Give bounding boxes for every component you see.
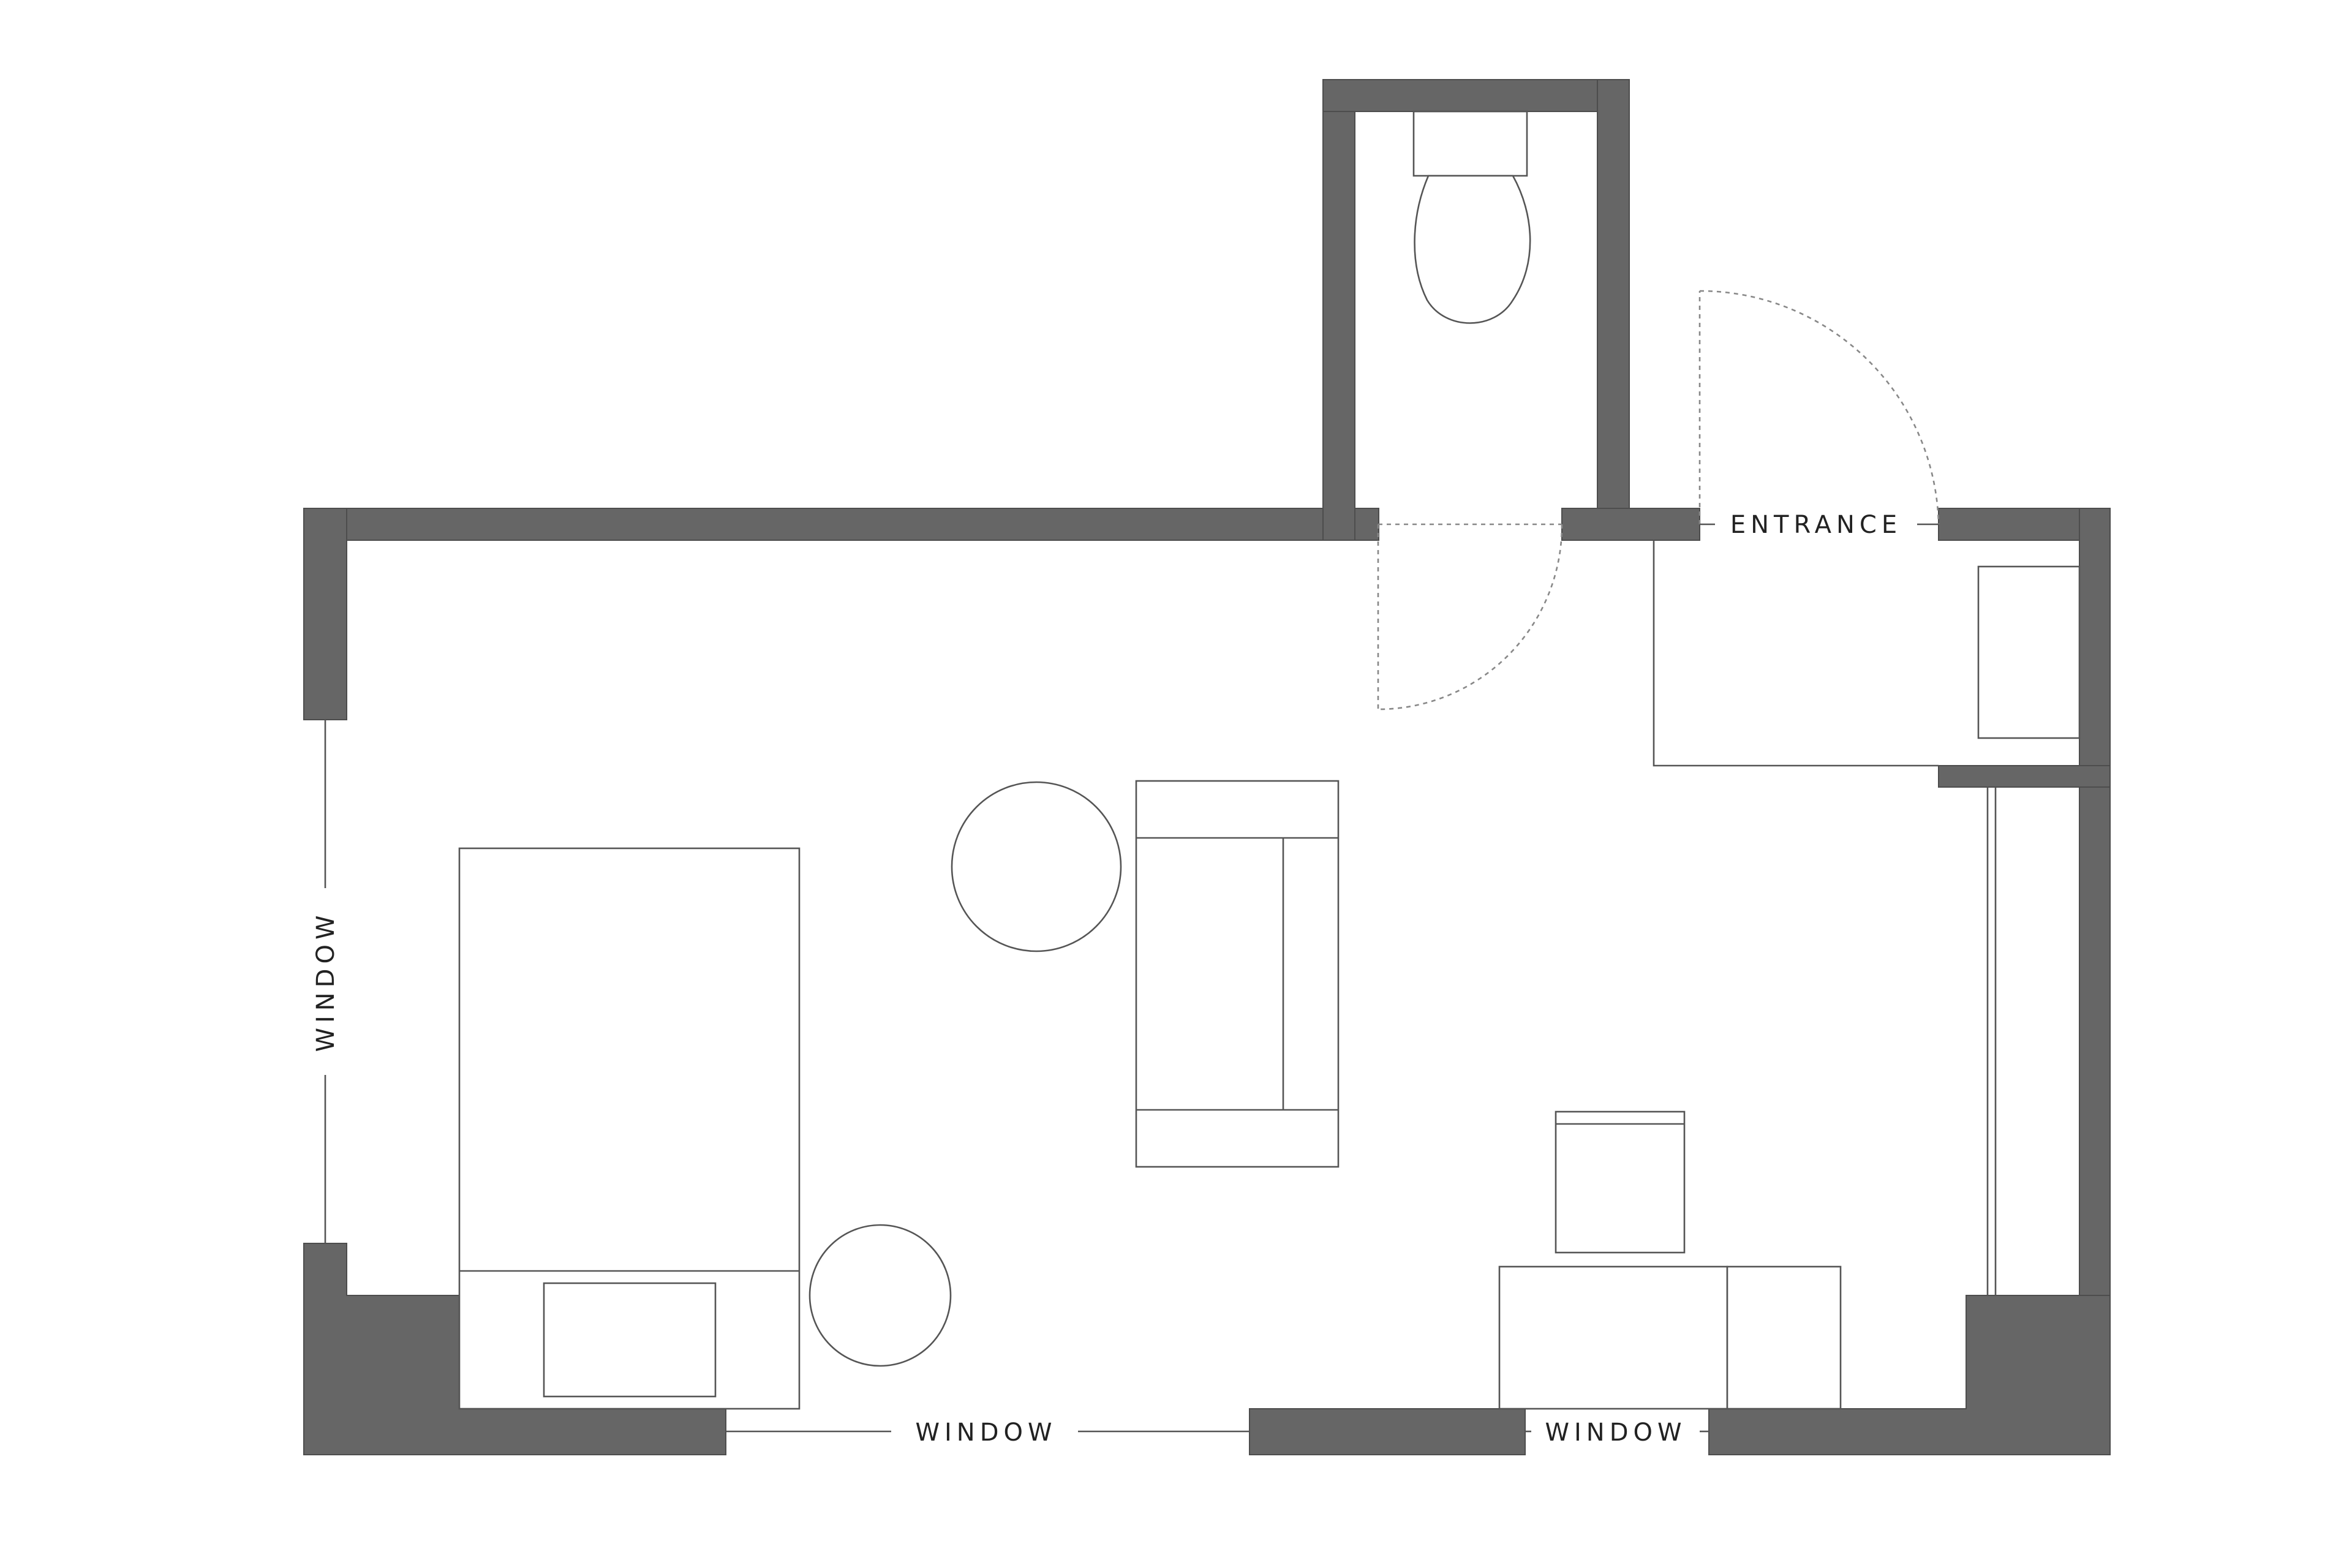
- walls: [303, 79, 2111, 1455]
- sofa: [1135, 780, 1340, 1168]
- bottom-wall-middle: [1249, 1408, 1526, 1455]
- top-wall-left: [303, 508, 1379, 541]
- round-table-small: [809, 1224, 952, 1367]
- bathroom-door-swing: [1378, 524, 1563, 710]
- bottom-wall-right: [1708, 1295, 2111, 1455]
- openings: [324, 290, 1997, 1433]
- bottom-right-window-label: WINDOW: [1545, 1419, 1686, 1447]
- closet-shelf: [1977, 565, 2081, 739]
- toilet-tank: [1412, 110, 1528, 177]
- top-wall-middle: [1561, 508, 1700, 541]
- furniture: [458, 110, 2081, 1410]
- labels: ENTRANCE WINDOW WINDOW WINDOW: [312, 511, 1902, 1447]
- closet-partition: [1938, 765, 2111, 788]
- round-table-large: [951, 781, 1122, 952]
- desk: [1498, 1265, 1728, 1410]
- entrance-label: ENTRANCE: [1730, 511, 1902, 539]
- left-wall-upper: [303, 508, 347, 720]
- bathroom-left-wall: [1322, 79, 1355, 541]
- bed-bench: [543, 1282, 717, 1398]
- entrance-door-swing: [1699, 290, 1940, 525]
- desk-cabinet: [1726, 1265, 1842, 1410]
- desk-chair: [1555, 1110, 1686, 1254]
- closet-outline: [1653, 540, 1939, 767]
- left-window-label: WINDOW: [312, 910, 340, 1052]
- toilet-bowl: [1414, 175, 1531, 324]
- bathroom-top-wall: [1322, 79, 1630, 112]
- bottom-left-window-label: WINDOW: [915, 1419, 1057, 1447]
- bathroom-right-wall: [1597, 79, 1630, 541]
